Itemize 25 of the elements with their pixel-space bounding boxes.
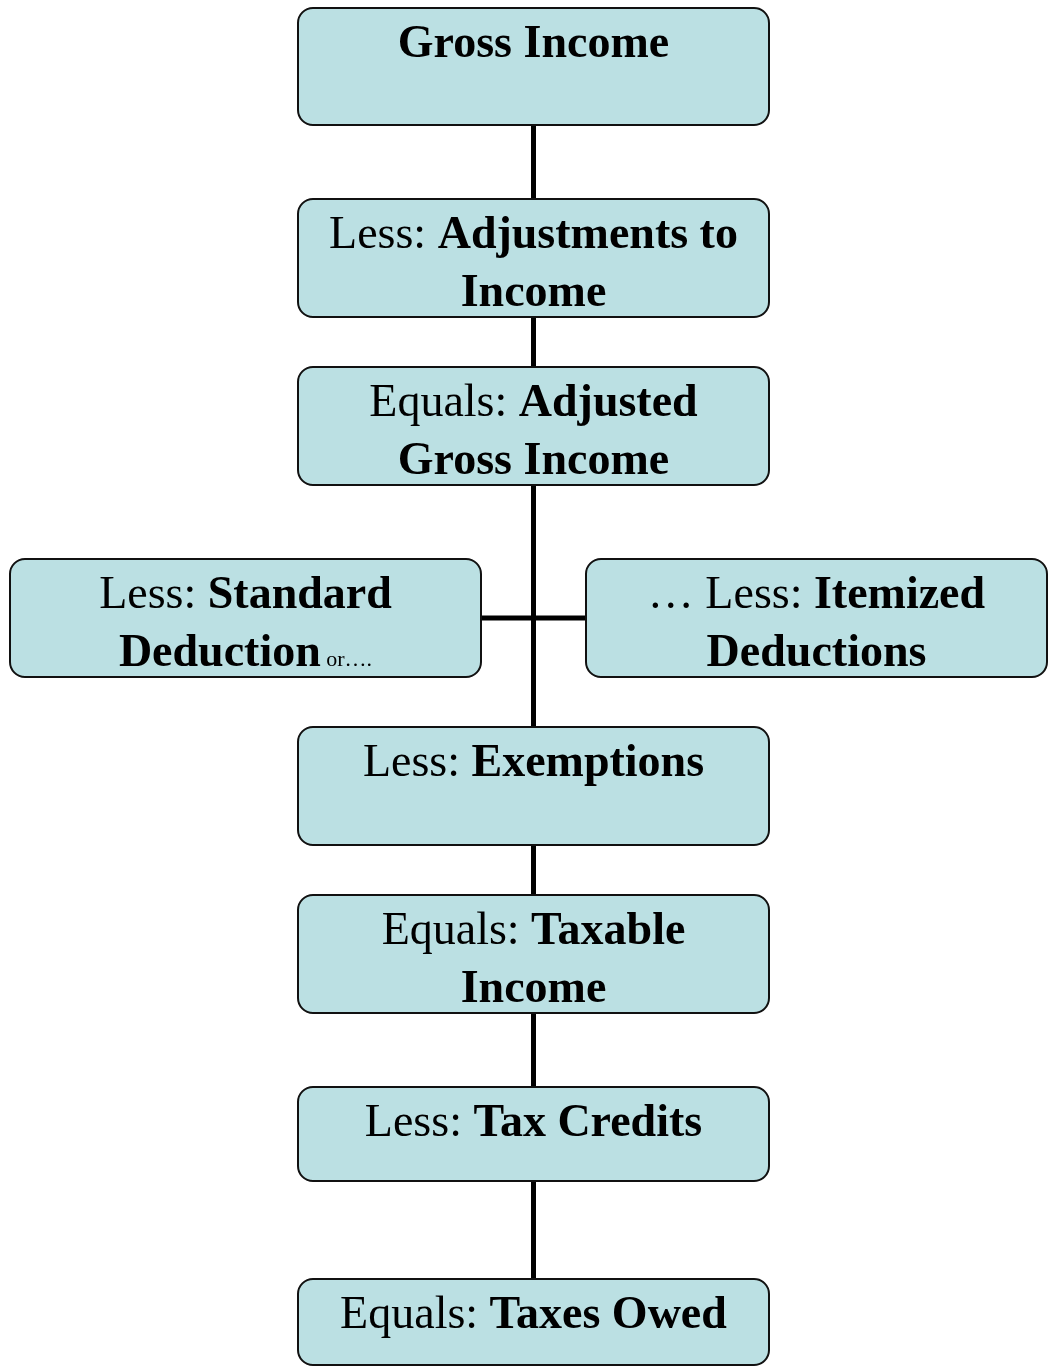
connector-line xyxy=(531,486,536,726)
box-text: Less: Exemptions xyxy=(362,735,705,786)
process-box xyxy=(297,198,770,318)
connector-line xyxy=(531,1182,536,1278)
box-text: Less: Tax Credits xyxy=(364,1095,703,1146)
box-text: Gross Income xyxy=(397,16,670,67)
connector-line xyxy=(531,1014,536,1086)
connector-line xyxy=(531,318,536,366)
box-text: Equals: Adjusted Gross Income xyxy=(369,375,698,484)
process-box xyxy=(585,558,1048,678)
process-box xyxy=(297,7,770,126)
connector-line xyxy=(531,126,536,198)
process-box xyxy=(297,894,770,1014)
box-text: … Less: Itemized Deductions xyxy=(647,567,986,676)
box-text: Equals: Taxable Income xyxy=(381,903,686,1012)
connector-line xyxy=(531,846,536,894)
process-box xyxy=(297,726,770,846)
box-text: Less: Standard Deduction or…. xyxy=(99,567,392,676)
box-text: Equals: Taxes Owed xyxy=(340,1287,727,1338)
process-box xyxy=(9,558,482,678)
connector-line xyxy=(482,615,585,621)
process-box xyxy=(297,1278,770,1366)
process-box xyxy=(297,1086,770,1182)
box-text: Less: Adjustments to Income xyxy=(329,207,738,316)
process-box xyxy=(297,366,770,486)
